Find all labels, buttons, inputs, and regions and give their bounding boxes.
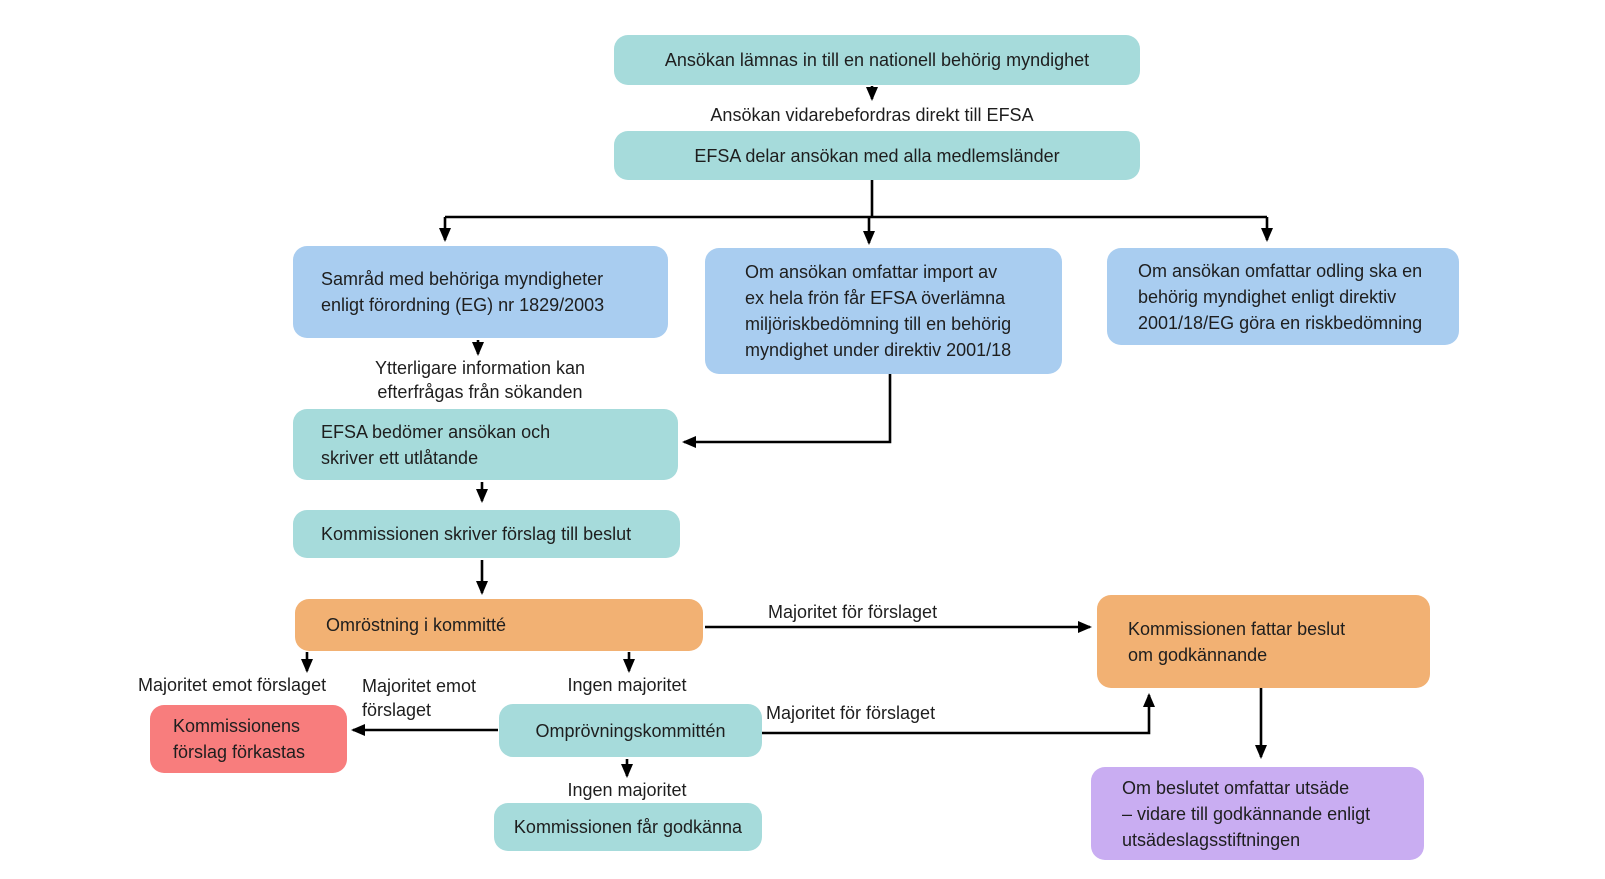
label-no-majority-2: Ingen majoritet xyxy=(567,780,687,800)
node-efsa-shares: EFSA delar ansökan med alla medlemslände… xyxy=(614,131,1140,180)
label-majority-for-1: Majoritet för förslaget xyxy=(768,602,938,622)
node-proposal-rejected: Kommissionens förslag förkastas xyxy=(150,705,347,773)
node-seed-legislation-label: Om beslutet omfattar utsäde – vidare til… xyxy=(1122,777,1371,850)
node-submit-application-label: Ansökan lämnas in till en nationell behö… xyxy=(664,50,1090,70)
label-majority-against-1: Majoritet emot förslaget xyxy=(138,675,327,695)
node-committee-vote-label: Omröstning i kommitté xyxy=(326,615,507,635)
node-efsa-shares-label: EFSA delar ansökan med alla medlemslände… xyxy=(694,145,1060,166)
label-majority-against-2: Majoritet emot förslaget xyxy=(362,676,477,720)
label-forwarded-to-efsa: Ansökan vidarebefordras direkt till EFSA xyxy=(710,105,1034,125)
node-import-assessment-label: Om ansökan omfattar import av ex hela fr… xyxy=(745,262,1012,360)
node-cultivation-assessment-label: Om ansökan omfattar odling ska en behöri… xyxy=(1138,260,1423,333)
node-commission-draft-label: Kommissionen skriver förslag till beslut xyxy=(321,524,632,544)
arrow-review-to-decision xyxy=(762,693,1155,735)
arrow-import-to-assess xyxy=(682,374,892,448)
node-submit-application: Ansökan lämnas in till en nationell behö… xyxy=(614,35,1140,85)
node-consultation-label: Samråd med behöriga myndigheter enligt f… xyxy=(321,269,605,315)
label-more-information: Ytterligare information kan efterfrågas … xyxy=(374,358,586,402)
node-import-assessment: Om ansökan omfattar import av ex hela fr… xyxy=(705,248,1062,374)
node-commission-may-approve-label: Kommissionen får godkänna xyxy=(513,817,743,837)
node-commission-may-approve: Kommissionen får godkänna xyxy=(494,803,762,851)
node-commission-decision: Kommissionen fattar beslut om godkännand… xyxy=(1097,595,1430,688)
node-committee-vote: Omröstning i kommitté xyxy=(295,599,703,651)
node-seed-legislation: Om beslutet omfattar utsäde – vidare til… xyxy=(1091,767,1424,860)
node-review-committee: Omprövningskommittén xyxy=(499,704,762,757)
node-cultivation-assessment: Om ansökan omfattar odling ska en behöri… xyxy=(1107,248,1459,345)
node-review-committee-label: Omprövningskommittén xyxy=(535,720,726,741)
label-no-majority-1: Ingen majoritet xyxy=(567,675,687,695)
node-efsa-assessment-label: EFSA bedömer ansökan och skriver ett utl… xyxy=(321,421,551,468)
node-commission-decision-label: Kommissionen fattar beslut om godkännand… xyxy=(1128,618,1346,665)
node-proposal-rejected-label: Kommissionens förslag förkastas xyxy=(173,716,306,762)
node-consultation: Samråd med behöriga myndigheter enligt f… xyxy=(293,246,668,338)
label-majority-for-2: Majoritet för förslaget xyxy=(766,703,936,723)
node-commission-draft: Kommissionen skriver förslag till beslut xyxy=(293,510,680,558)
node-efsa-assessment: EFSA bedömer ansökan och skriver ett utl… xyxy=(293,409,678,480)
